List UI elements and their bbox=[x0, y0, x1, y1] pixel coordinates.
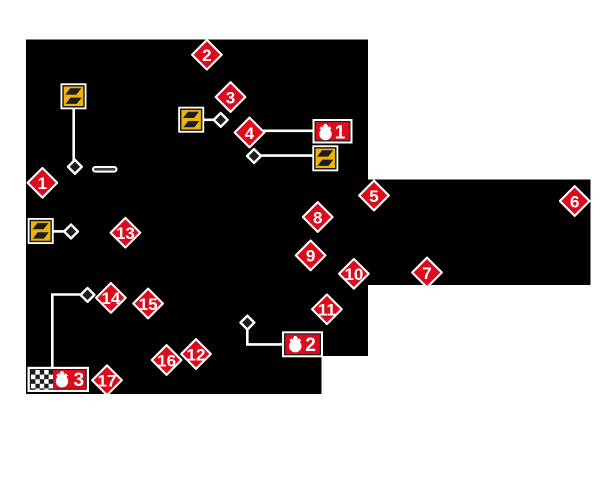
svg-text:2: 2 bbox=[305, 335, 316, 356]
svg-text:7: 7 bbox=[422, 264, 431, 283]
svg-text:8: 8 bbox=[313, 208, 322, 227]
svg-text:2: 2 bbox=[202, 46, 211, 65]
svg-text:5: 5 bbox=[369, 187, 378, 206]
svg-text:1: 1 bbox=[38, 174, 47, 193]
svg-text:3: 3 bbox=[74, 370, 85, 391]
svg-text:12: 12 bbox=[187, 345, 206, 364]
svg-text:11: 11 bbox=[318, 301, 336, 320]
svg-text:10: 10 bbox=[344, 265, 363, 284]
svg-text:1: 1 bbox=[335, 123, 346, 144]
svg-text:13: 13 bbox=[116, 224, 135, 243]
svg-text:4: 4 bbox=[245, 124, 255, 143]
svg-text:15: 15 bbox=[139, 295, 158, 314]
svg-text:3: 3 bbox=[226, 88, 235, 107]
svg-text:14: 14 bbox=[101, 289, 120, 308]
svg-text:6: 6 bbox=[570, 192, 579, 211]
svg-text:9: 9 bbox=[306, 247, 315, 266]
svg-text:17: 17 bbox=[98, 372, 117, 391]
svg-text:16: 16 bbox=[157, 351, 176, 370]
